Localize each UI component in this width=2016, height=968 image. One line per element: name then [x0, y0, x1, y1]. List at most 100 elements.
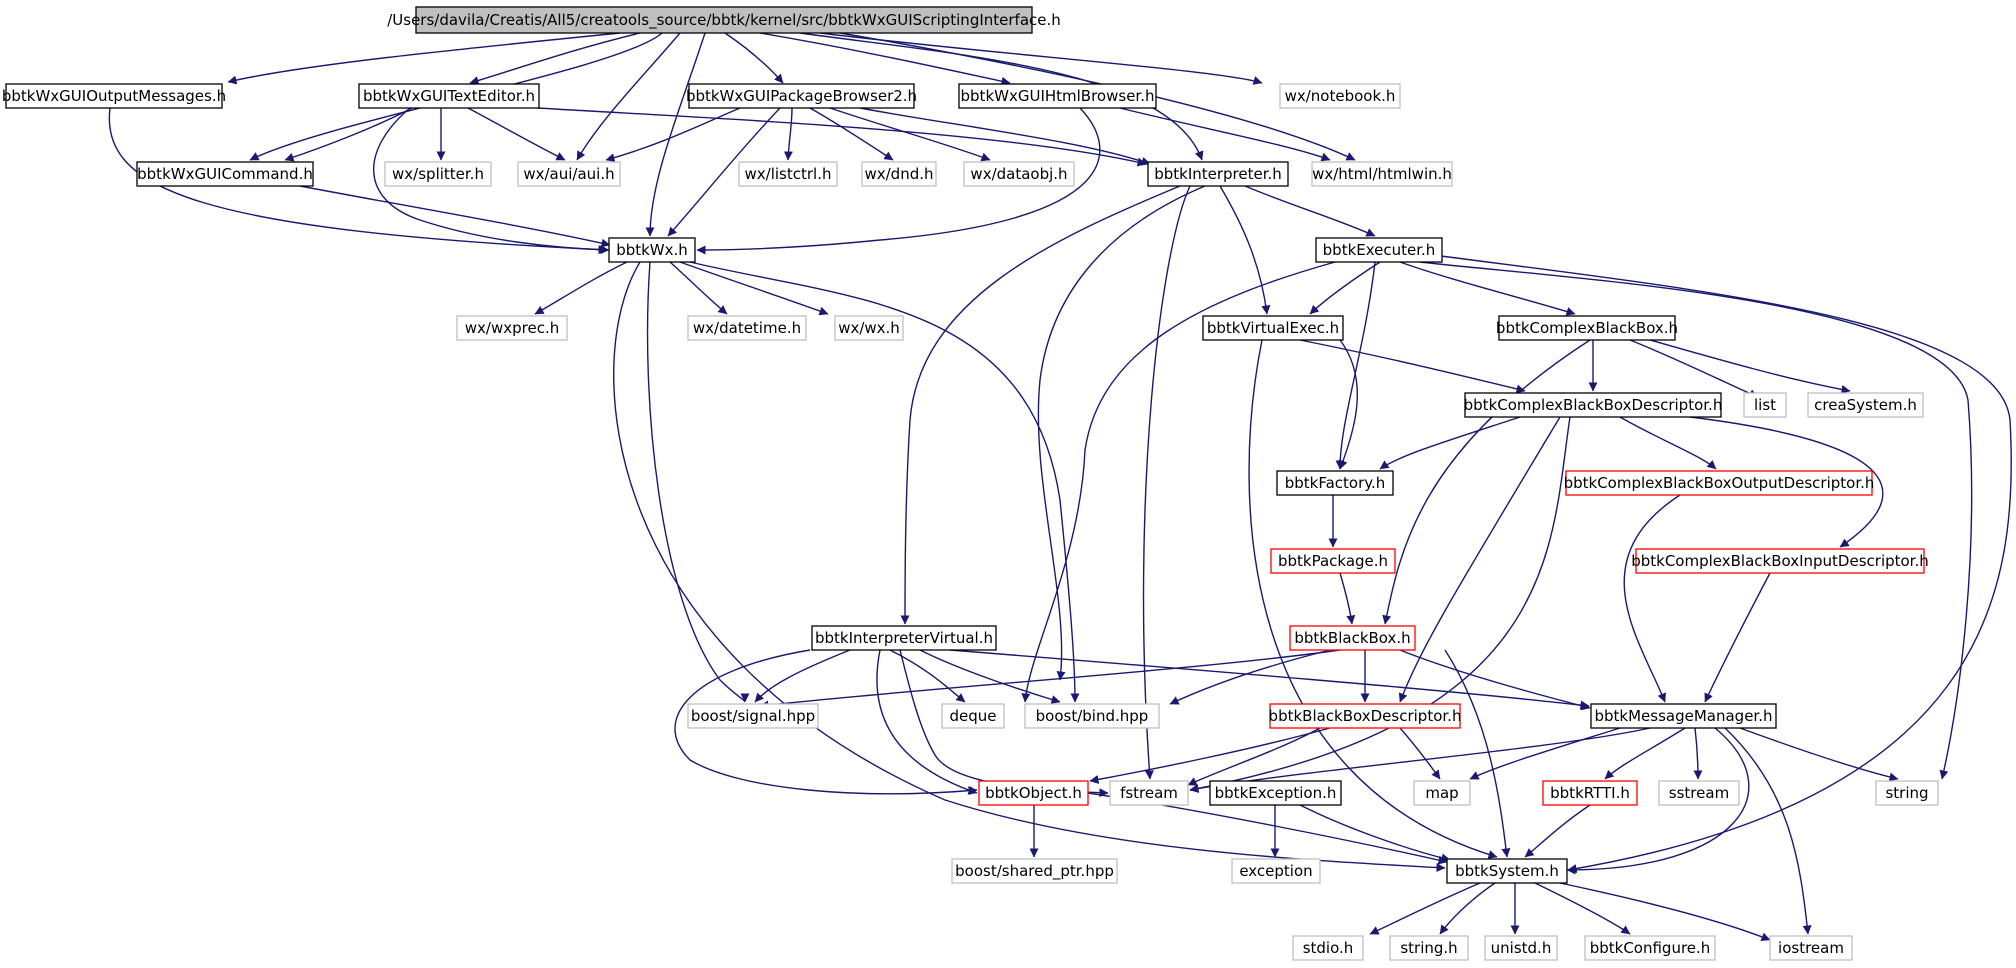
- include-edge: [1142, 185, 1191, 780]
- node-box: [1147, 161, 1289, 187]
- node-cbbd[interactable]: bbtkComplexBlackBoxDescriptor.h: [1464, 392, 1723, 418]
- node-pkgbr[interactable]: bbtkWxGUIPackageBrowser2.h: [686, 83, 917, 109]
- include-edge-line: [809, 107, 894, 161]
- node-executer[interactable]: bbtkExecuter.h: [1315, 237, 1443, 263]
- include-edge: [1689, 416, 1884, 548]
- node-label: bbtkMessageManager.h: [1594, 707, 1772, 725]
- include-edge-line: [1399, 649, 1591, 711]
- node-box: [1279, 83, 1401, 109]
- include-edge: [1399, 727, 1441, 780]
- include-edge-line: [1649, 339, 1851, 394]
- node-label: list: [1754, 396, 1776, 414]
- node-stringh: string.h: [1389, 935, 1469, 961]
- node-box: [861, 161, 937, 187]
- node-interp[interactable]: bbtkInterpreter.h: [1147, 161, 1289, 187]
- node-layer: /Users/davila/Creatis/All5/creatools_sou…: [2, 6, 1939, 961]
- node-label: bbtkInterpreter.h: [1154, 165, 1282, 183]
- node-bbd[interactable]: bbtkBlackBoxDescriptor.h: [1269, 703, 1462, 729]
- include-edge-line: [1469, 727, 1621, 780]
- include-edge-line: [1439, 882, 1496, 935]
- node-exception[interactable]: bbtkException.h: [1209, 780, 1342, 806]
- node-label: bbtkComplexBlackBoxInputDescriptor.h: [1631, 552, 1929, 570]
- node-cbbid[interactable]: bbtkComplexBlackBoxInputDescriptor.h: [1631, 548, 1929, 574]
- node-box: [1875, 780, 1939, 806]
- include-edge-line: [1089, 727, 1331, 784]
- include-edge: [1169, 649, 1331, 705]
- include-edge-line: [799, 32, 1204, 161]
- include-edge-line: [819, 32, 1263, 85]
- include-edge-line: [1382, 339, 1591, 625]
- include-edge: [1444, 649, 1511, 858]
- node-label: bbtkConfigure.h: [1590, 939, 1711, 957]
- node-label: bbtkObject.h: [985, 784, 1082, 802]
- node-package[interactable]: bbtkPackage.h: [1270, 548, 1396, 574]
- node-label: /Users/davila/Creatis/All5/creatools_sou…: [387, 11, 1061, 30]
- node-dataobj: wx/dataobj.h: [963, 161, 1075, 187]
- node-box: [811, 625, 997, 651]
- include-edge-line: [1142, 185, 1191, 780]
- include-edge: [1399, 649, 1591, 711]
- node-box: [1464, 392, 1722, 418]
- node-system[interactable]: bbtkSystem.h: [1446, 858, 1568, 884]
- node-bb[interactable]: bbtkBlackBox.h: [1289, 625, 1416, 651]
- include-edge-line: [537, 107, 1147, 167]
- node-texted[interactable]: bbtkWxGUITextEditor.h: [358, 83, 540, 109]
- include-edge-line: [674, 649, 978, 796]
- node-vexec[interactable]: bbtkVirtualExec.h: [1202, 315, 1344, 341]
- include-edge: [1248, 339, 1498, 859]
- node-object[interactable]: bbtkObject.h: [978, 780, 1089, 806]
- node-cbbod[interactable]: bbtkComplexBlackBoxOutputDescriptor.h: [1564, 470, 1875, 496]
- node-label: bbtkBlackBoxDescriptor.h: [1269, 707, 1462, 725]
- node-interpv[interactable]: bbtkInterpreterVirtual.h: [811, 625, 997, 651]
- node-label: bbtkComplexBlackBoxDescriptor.h: [1464, 396, 1723, 414]
- node-cbb[interactable]: bbtkComplexBlackBox.h: [1496, 315, 1678, 341]
- include-edge: [696, 107, 1101, 255]
- node-box: [1109, 780, 1189, 806]
- node-box: [1270, 548, 1396, 574]
- include-edge: [1693, 727, 1703, 780]
- node-root[interactable]: /Users/davila/Creatis/All5/creatools_sou…: [387, 6, 1061, 34]
- node-htmlbr[interactable]: bbtkWxGUIHtmlBrowser.h: [958, 83, 1157, 109]
- include-edge-line: [1566, 727, 1750, 875]
- node-box: [1635, 548, 1925, 574]
- node-factory[interactable]: bbtkFactory.h: [1276, 470, 1394, 496]
- node-box: [834, 315, 904, 341]
- node-label: map: [1425, 784, 1458, 802]
- include-edge: [1219, 185, 1271, 315]
- node-box: [136, 161, 314, 187]
- include-edge: [1021, 261, 1336, 703]
- include-edge-line: [646, 261, 750, 703]
- node-msgmgr[interactable]: bbtkMessageManager.h: [1590, 703, 1777, 729]
- include-edge-line: [1619, 416, 1717, 470]
- node-box: [384, 161, 492, 187]
- include-edge: [576, 32, 681, 161]
- node-config: bbtkConfigure.h: [1584, 935, 1716, 961]
- node-label: bbtkWxGUICommand.h: [137, 165, 313, 183]
- node-label: boost/bind.hpp: [1036, 707, 1149, 725]
- include-edge-line: [299, 185, 611, 248]
- include-edge: [1189, 416, 1571, 793]
- node-box: [1565, 470, 1873, 496]
- include-edge-line: [1169, 649, 1331, 705]
- node-wx[interactable]: bbtkWx.h: [608, 237, 696, 263]
- include-edge: [1089, 727, 1331, 784]
- node-dnd: wx/dnd.h: [861, 161, 937, 187]
- include-edge: [1119, 107, 1331, 162]
- include-edge: [1623, 494, 1681, 703]
- include-edge: [1724, 727, 1812, 935]
- include-edge: [679, 261, 829, 316]
- include-edge: [829, 107, 991, 162]
- include-edge: [674, 649, 978, 796]
- node-rtti[interactable]: bbtkRTTI.h: [1542, 780, 1638, 806]
- include-edge-line: [1398, 416, 1561, 703]
- node-label: deque: [949, 707, 996, 725]
- include-edge-line: [1037, 185, 1206, 681]
- node-outmsg[interactable]: bbtkWxGUIOutputMessages.h: [2, 83, 226, 109]
- node-notebook: wx/notebook.h: [1279, 83, 1401, 109]
- node-sstream: sstream: [1658, 780, 1740, 806]
- include-edge: [1559, 882, 1771, 942]
- node-stdio: stdio.h: [1292, 935, 1364, 961]
- node-aui: wx/aui/aui.h: [517, 161, 621, 187]
- node-box: [1311, 161, 1453, 187]
- node-command[interactable]: bbtkWxGUICommand.h: [136, 161, 314, 187]
